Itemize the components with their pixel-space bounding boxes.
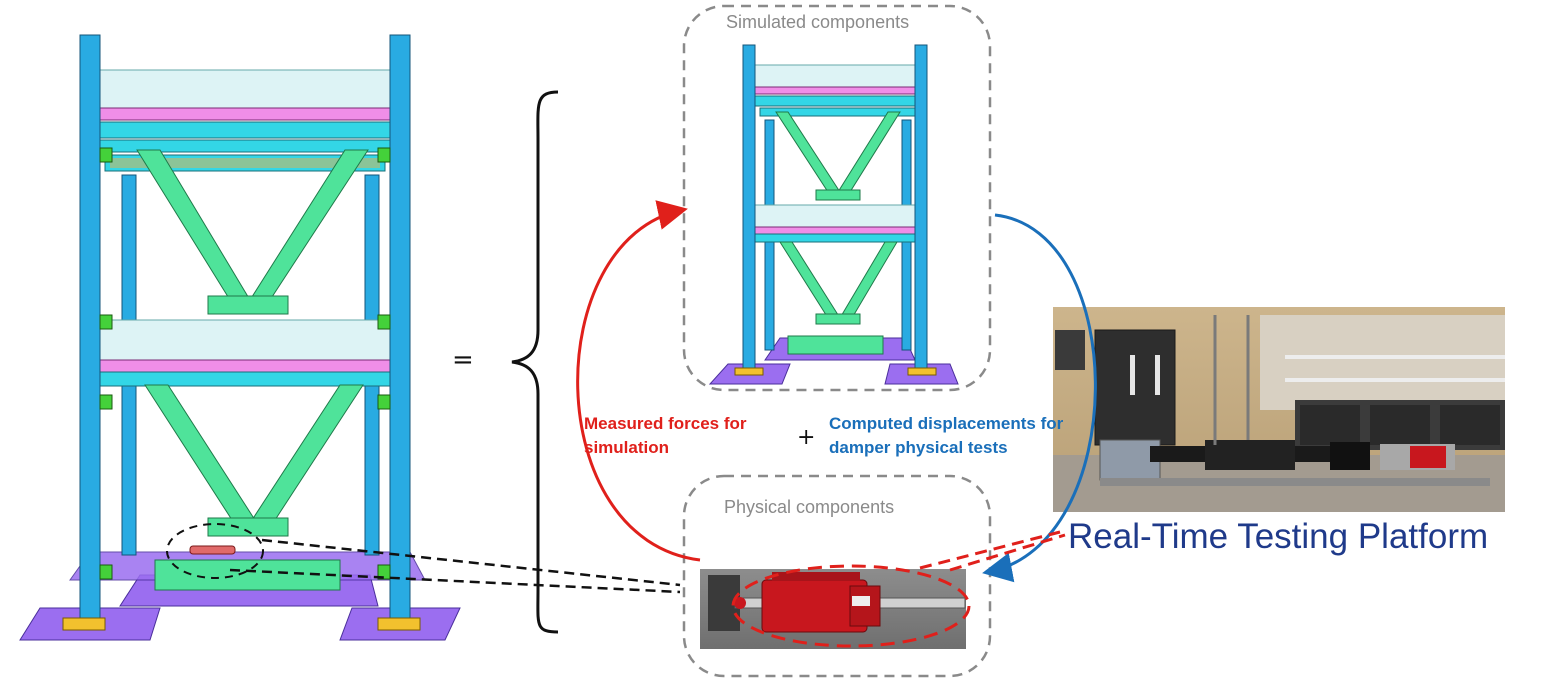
measured-forces-line-2: simulation: [584, 438, 670, 457]
computed-displacements-label: Computed displacements for damper physic…: [829, 412, 1063, 460]
computed-displacements-line-2: damper physical tests: [829, 438, 1008, 457]
computed-displacements-line-1: Computed displacements for: [829, 414, 1064, 433]
simulated-components-title: Simulated components: [726, 12, 910, 32]
plus-sign: +: [797, 425, 816, 450]
equals-sign: =: [452, 345, 474, 375]
physical-components-title: Physical components: [724, 497, 895, 517]
measured-forces-line-1: Measured forces for: [584, 414, 747, 433]
testing-platform-title: Real-Time Testing Platform: [1068, 517, 1489, 556]
measured-forces-label: Measured forces for simulation: [584, 412, 747, 460]
